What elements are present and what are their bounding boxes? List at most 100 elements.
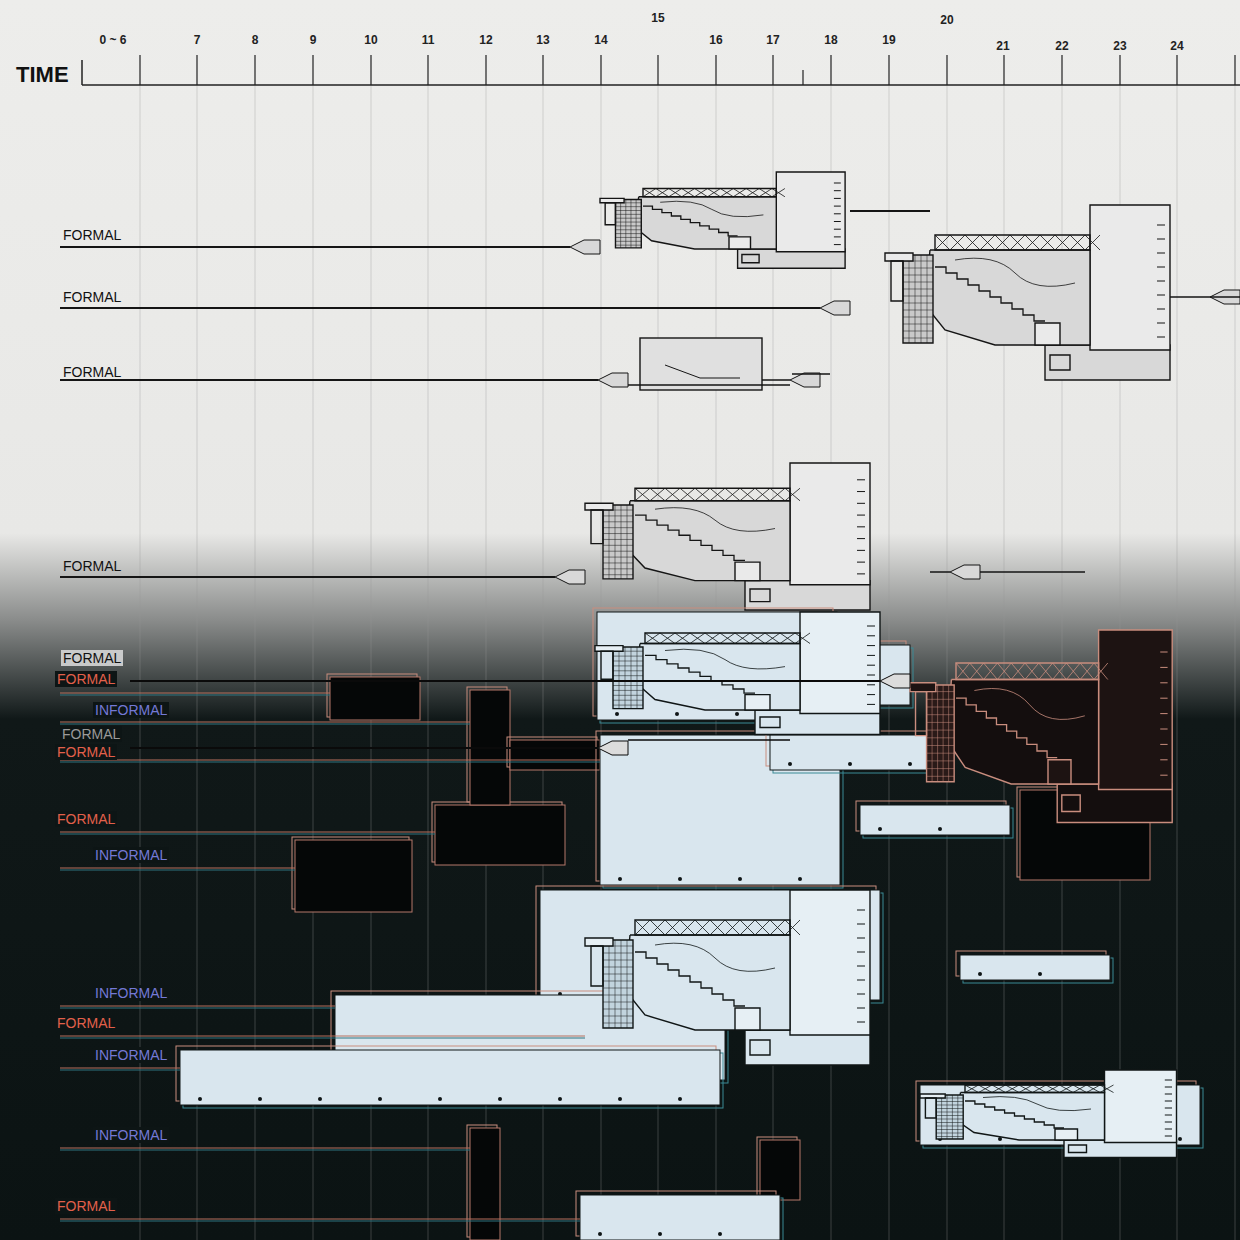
section-line <box>867 635 875 636</box>
section-line <box>927 730 955 731</box>
section-line <box>615 245 641 246</box>
section-line <box>834 236 841 237</box>
section-line <box>927 745 955 746</box>
section-line <box>1165 1115 1172 1116</box>
section-line <box>956 663 970 680</box>
section-line <box>956 698 1057 757</box>
section-part <box>729 237 751 249</box>
hour-number: 0 ~ 6 <box>99 33 126 47</box>
section-line <box>735 633 750 644</box>
section-line <box>695 920 710 935</box>
section-part <box>1062 795 1080 812</box>
timeline <box>60 373 628 387</box>
section-line <box>970 663 984 680</box>
time-grid <box>140 85 1235 1240</box>
section-line <box>650 920 665 935</box>
section-line <box>630 200 631 248</box>
section-line <box>620 200 621 248</box>
section-line <box>903 310 933 311</box>
section-line <box>660 633 675 644</box>
section-line <box>710 488 725 501</box>
section-line <box>1157 337 1165 338</box>
timeline-pointer <box>1210 290 1240 304</box>
figure-dot <box>678 877 682 881</box>
section-line <box>1040 235 1055 250</box>
section-line <box>980 235 995 250</box>
section-line <box>740 488 755 501</box>
section-line <box>615 505 616 579</box>
section-line <box>927 722 955 723</box>
section-line <box>857 980 865 981</box>
timeline-line <box>60 1221 580 1222</box>
section-line <box>909 255 910 343</box>
section-line <box>857 924 865 925</box>
section-line <box>1033 1085 1047 1093</box>
row-label: FORMAL <box>61 364 123 380</box>
timeline-line <box>60 1070 180 1071</box>
axis-tick <box>946 55 947 85</box>
axis-tick <box>542 55 543 85</box>
section-line <box>635 952 745 1006</box>
section-line <box>765 633 780 644</box>
section-line <box>965 235 980 250</box>
section-line <box>615 237 641 238</box>
timeline <box>130 741 628 755</box>
row-label: FORMAL <box>55 811 117 827</box>
section-line <box>903 282 933 283</box>
timeline <box>60 240 600 254</box>
timeline-pointer <box>880 674 910 688</box>
section-line <box>735 633 750 644</box>
section-line <box>857 994 865 995</box>
hour-number: 8 <box>252 33 259 47</box>
section-line <box>857 479 865 480</box>
section-part <box>936 1095 963 1139</box>
auditorium <box>956 1093 1105 1141</box>
section-line <box>665 920 680 935</box>
section-line <box>936 1101 963 1102</box>
axis-tick <box>254 55 255 85</box>
row-label: FORMAL <box>61 650 123 666</box>
section-line <box>965 235 980 250</box>
section-part <box>925 1098 936 1118</box>
hour-number: 21 <box>996 39 1009 53</box>
section-part <box>1050 355 1070 370</box>
section-line <box>867 665 875 666</box>
auditorium <box>625 501 790 581</box>
section-line <box>1100 1085 1114 1093</box>
hour-number: 23 <box>1113 39 1126 53</box>
grid-line <box>1177 85 1178 1240</box>
theater-section <box>585 890 870 1065</box>
section-line <box>780 633 795 644</box>
section-part <box>910 683 936 692</box>
figure-dot <box>1178 1137 1182 1141</box>
figure-dot <box>735 712 739 716</box>
section-line <box>772 189 785 197</box>
section-line <box>759 189 772 197</box>
section-part <box>603 940 633 1028</box>
section-line <box>956 663 970 680</box>
auditorium <box>947 680 1099 785</box>
section-line <box>740 920 755 935</box>
section-line <box>695 920 710 935</box>
figure-dot <box>558 1097 562 1101</box>
hour-number: 11 <box>422 33 435 47</box>
theater-section <box>885 205 1170 380</box>
axis-tick <box>1176 55 1177 85</box>
section-line <box>603 967 633 968</box>
timeline-pointer <box>598 373 628 387</box>
section-line <box>690 633 705 644</box>
section-line <box>627 940 628 1028</box>
ceiling-line <box>665 649 785 669</box>
axis-tick <box>485 55 486 85</box>
section-line <box>857 966 865 967</box>
section-line <box>1025 235 1040 250</box>
section-line <box>927 707 955 708</box>
section-line <box>615 210 641 211</box>
section-line <box>690 633 705 644</box>
section-line <box>1165 1087 1172 1088</box>
section-line <box>603 533 633 534</box>
row-label: FORMAL <box>61 558 123 574</box>
section-part <box>735 562 760 580</box>
timeline-line <box>60 1147 470 1148</box>
hour-number: 22 <box>1055 39 1068 53</box>
